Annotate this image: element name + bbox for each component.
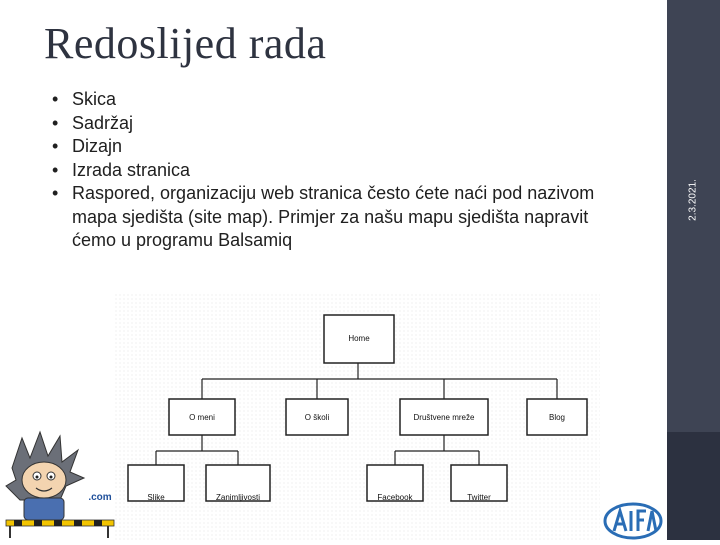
sitemap-node <box>366 464 424 502</box>
organization-logo <box>600 497 666 540</box>
side-bar-lower-block <box>667 432 720 540</box>
sitemap-node <box>168 398 236 436</box>
sitemap-label: O meni <box>189 413 215 422</box>
bullet-item: Skica <box>52 88 612 112</box>
sitemap-node <box>526 398 588 436</box>
sitemap-node-home <box>323 314 395 364</box>
barrier-icon <box>5 519 115 538</box>
bullet-list: Skica Sadržaj Dizajn Izrada stranica Ras… <box>52 88 612 253</box>
sitemap-node <box>285 398 349 436</box>
sitemap-label: Zanimljivosti <box>216 493 260 502</box>
bullet-item: Sadržaj <box>52 112 612 136</box>
bullet-item: Raspored, organizaciju web stranica čest… <box>52 182 612 253</box>
mascot-illustration: .com <box>0 428 118 540</box>
sitemap-node <box>205 464 271 502</box>
sitemap-label: Društvene mreže <box>414 413 475 422</box>
sitemap-node <box>399 398 489 436</box>
mascot-body-icon <box>23 497 65 521</box>
sitemap-label: Slike <box>147 493 165 502</box>
sitemap-labels: Home O meni O školi Društvene mreže Blog… <box>147 334 565 502</box>
logo-letters-icon <box>612 505 658 532</box>
sitemap-label: Home <box>348 334 370 343</box>
mascot-face-icon <box>21 461 67 499</box>
sitemap-label: O školi <box>305 413 330 422</box>
sitemap-diagram: Home O meni O školi Društvene mreže Blog… <box>114 293 600 540</box>
sitemap-label: Blog <box>549 413 565 422</box>
mascot-dotcom-label: .com <box>88 492 111 503</box>
connector-lines <box>155 363 558 465</box>
bullet-item: Izrada stranica <box>52 159 612 183</box>
bullet-item: Dizajn <box>52 135 612 159</box>
sitemap-label: Twitter <box>467 493 491 502</box>
sitemap-node <box>450 464 508 502</box>
slide-date: 2.3.2021. <box>687 179 699 221</box>
logo-ring-icon <box>603 502 663 540</box>
sitemap-node <box>127 464 185 502</box>
sitemap-label: Facebook <box>377 493 413 502</box>
slide-title: Redoslijed rada <box>44 19 327 68</box>
